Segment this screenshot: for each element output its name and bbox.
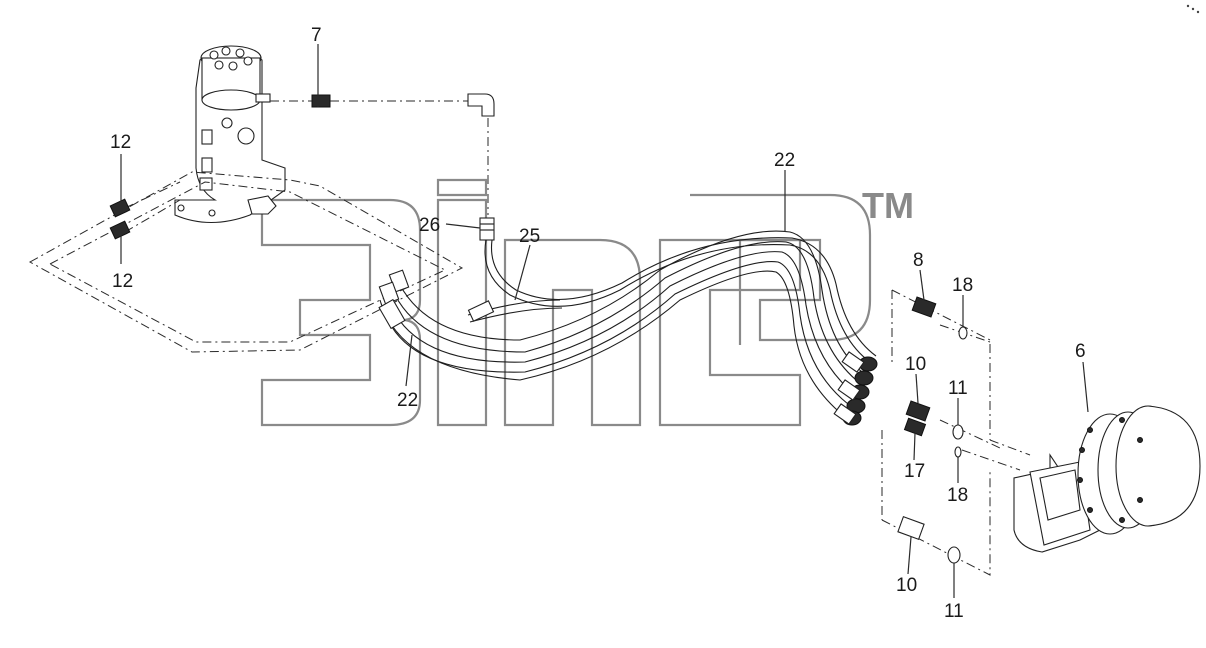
callout-25: 25 (519, 226, 540, 247)
hose-end-fittings (378, 269, 878, 426)
travel-motor (1013, 405, 1201, 553)
callout-11-lower: 11 (944, 601, 964, 622)
fitting-12-upper (109, 198, 131, 218)
callout-22-upper: 22 (774, 150, 795, 171)
callout-8: 8 (913, 250, 924, 271)
o-ring-11-upper (952, 424, 964, 440)
fitting-12-lower (109, 220, 131, 240)
callout-17: 17 (904, 461, 925, 482)
callout-12-lower: 12 (112, 271, 133, 292)
corner-mark (1186, 4, 1200, 14)
swivel-joint (174, 45, 286, 223)
callout-10-upper: 10 (905, 354, 926, 375)
fitting-8 (911, 296, 937, 318)
callout-12-upper: 12 (110, 132, 131, 153)
callout-6: 6 (1075, 341, 1086, 362)
callout-11-upper: 11 (948, 378, 968, 399)
assembly-lines (28, 100, 1031, 576)
callout-18-upper: 18 (952, 275, 973, 296)
callout-leaders (120, 44, 1089, 598)
watermark: TM (260, 178, 914, 427)
callout-10-lower: 10 (896, 575, 917, 596)
hose-bundle (379, 230, 877, 417)
fitting-10-lower (897, 516, 925, 540)
callouts: 7 12 12 26 25 22 22 8 18 6 10 11 17 18 1… (110, 25, 1086, 622)
o-ring-18-upper (958, 326, 968, 340)
callout-22-lower: 22 (397, 390, 418, 411)
callout-7: 7 (311, 25, 322, 46)
fitting-10-upper (905, 400, 931, 422)
callout-18-lower: 18 (947, 485, 968, 506)
elbow-fitting (467, 93, 495, 117)
o-ring-11-lower (947, 546, 961, 564)
fitting-17 (903, 417, 927, 437)
callout-26: 26 (419, 215, 440, 236)
o-ring-18-lower (954, 446, 962, 458)
fitting-26 (479, 217, 495, 241)
fitting-7 (311, 94, 331, 108)
watermark-trademark: TM (862, 185, 914, 226)
